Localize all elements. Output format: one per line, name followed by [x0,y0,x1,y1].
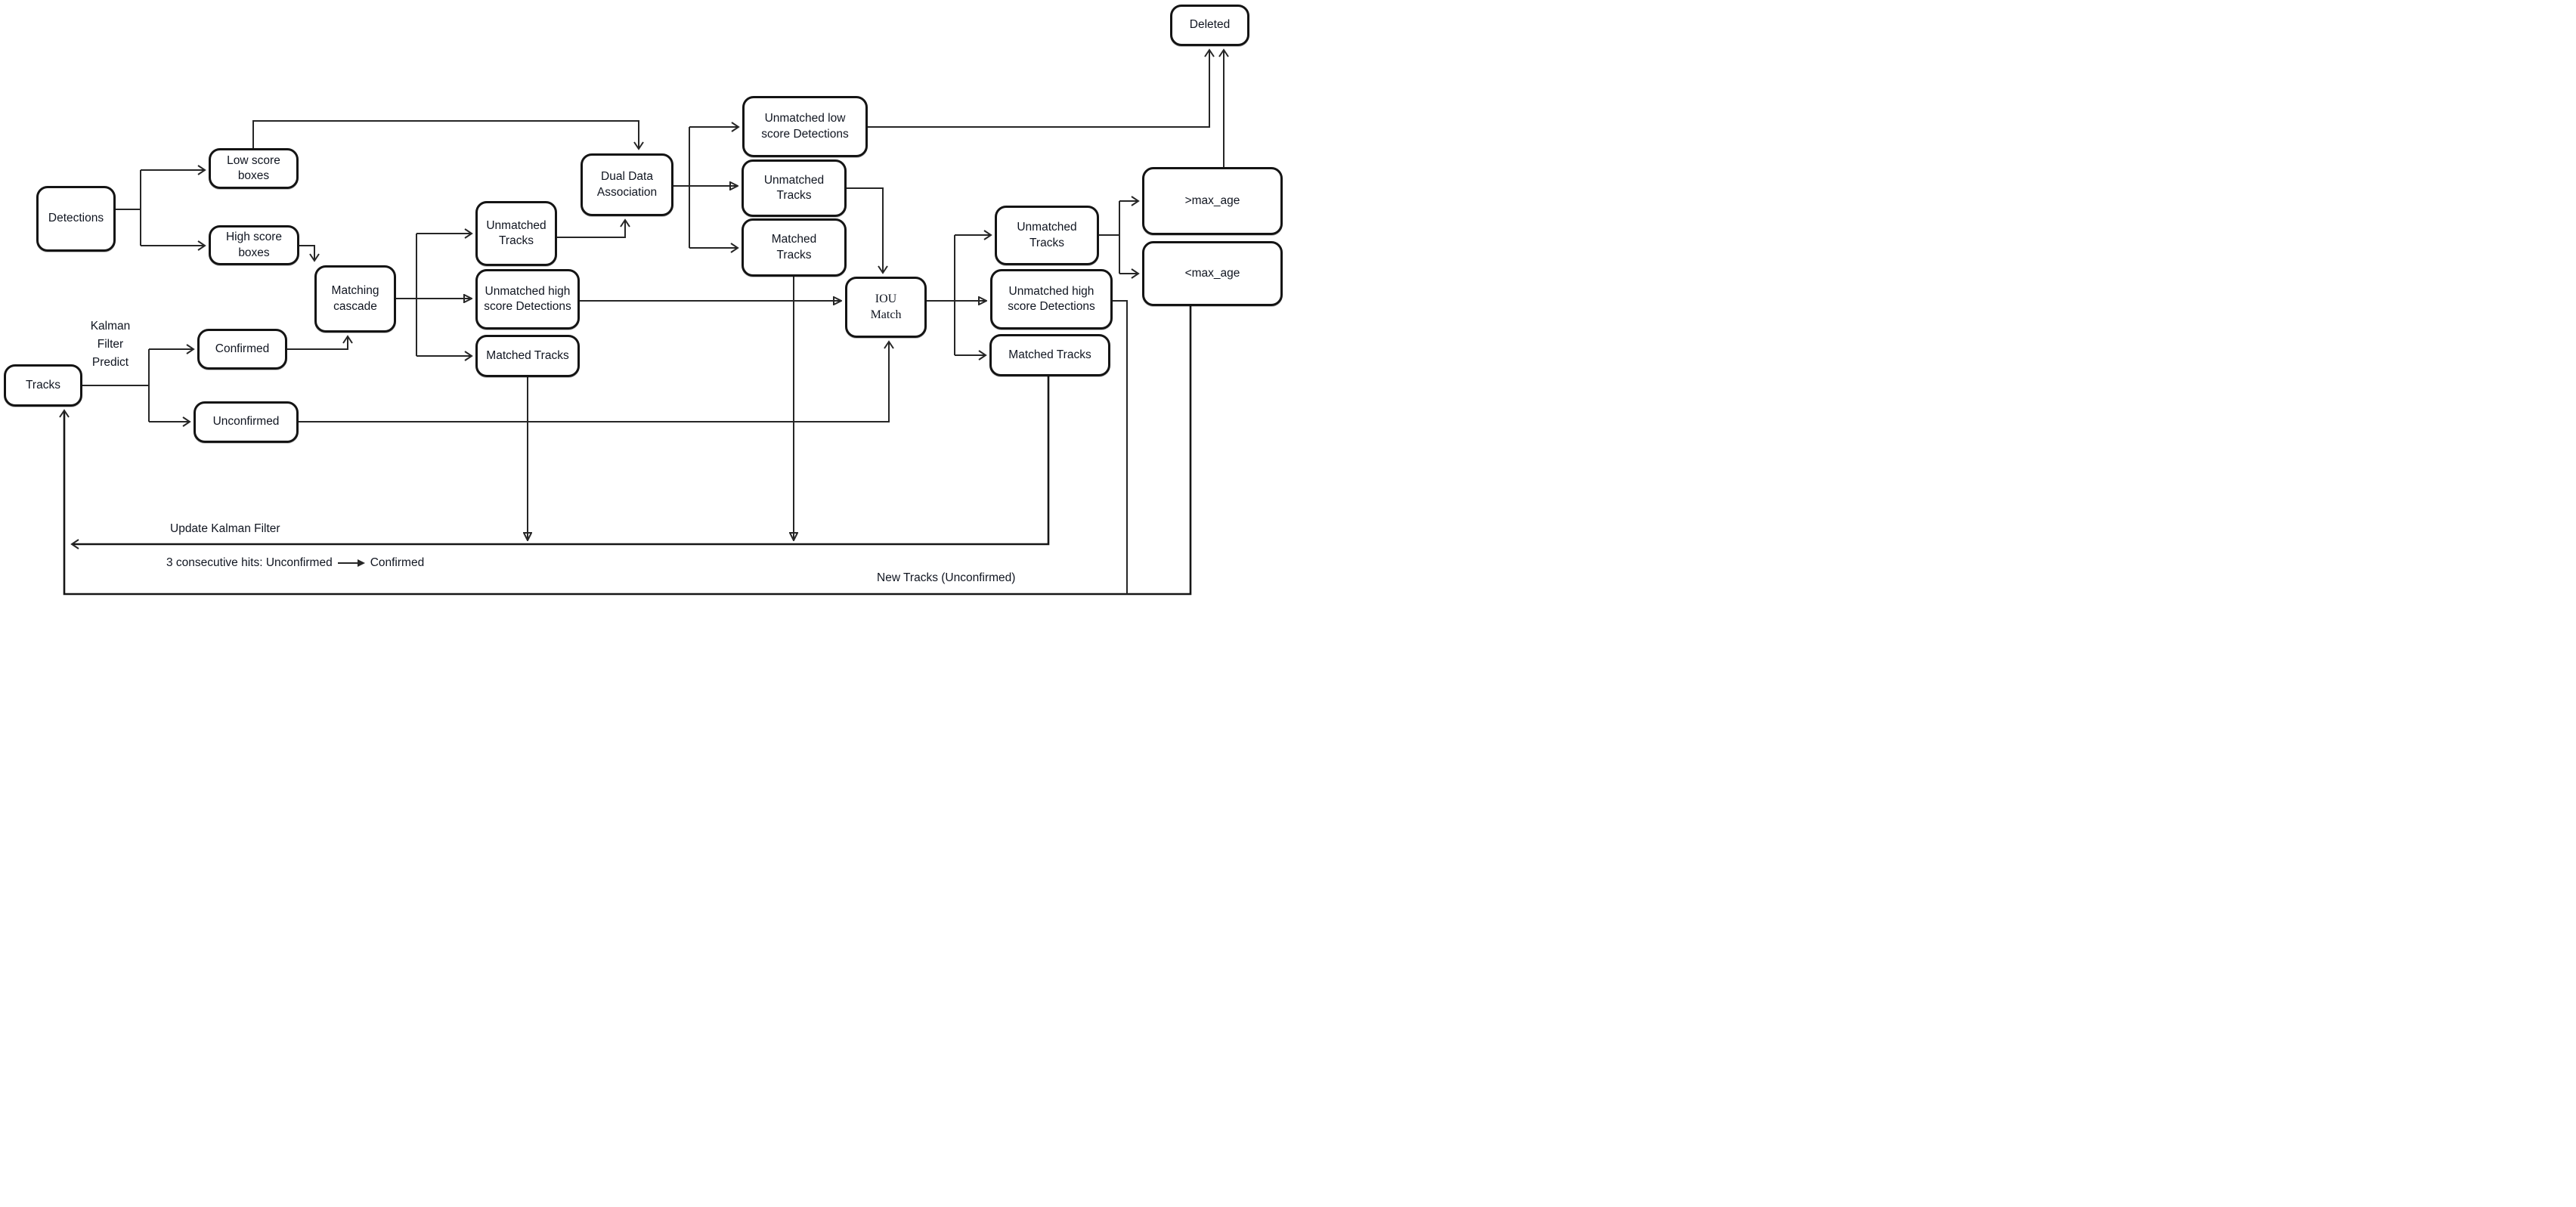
node-dual-data-association: Dual Data Association [581,153,673,216]
node-iou-match: IOU Match [845,277,927,338]
node-unconfirmed-label: Unconfirmed [212,415,280,429]
node-unconfirmed: Unconfirmed [194,401,299,443]
node-lt-max-age-label: <max_age [1184,266,1240,280]
node-gt-max-age-label: >max_age [1184,193,1240,207]
node-matched-tracks-2: Matched Tracks [742,218,847,277]
node-unmatched-high-1-label: Unmatched high score Detections [484,284,571,313]
node-matching-cascade-label: Matching cascade [331,284,379,313]
flowchart-canvas: Detections Low score boxes High score bo… [0,0,1288,603]
node-gt-max-age: >max_age [1142,167,1283,235]
node-unmatched-tracks-2: Unmatched Tracks [742,159,847,217]
node-dual-data-association-label: Dual Data Association [596,170,658,199]
node-unmatched-tracks-1: Unmatched Tracks [475,201,557,266]
node-confirmed-label: Confirmed [215,342,270,355]
label-update-kalman-filter: Update Kalman Filter [170,522,280,535]
node-low-score-boxes: Low score boxes [209,148,299,189]
arrow-unmatched-tracks-1-to-dual-data [557,218,630,238]
node-unmatched-low: Unmatched low score Detections [742,96,868,157]
arrow-low-score-to-dual-data [252,120,644,150]
node-tracks: Tracks [4,364,82,407]
label-hits-right: Confirmed [370,556,425,569]
node-matched-tracks-3: Matched Tracks [989,334,1110,376]
hits-arrow-icon [337,559,365,567]
arrow-unmatched-tracks-2-to-iou [847,187,888,274]
node-unmatched-high-2-label: Unmatched high score Detections [1008,284,1095,313]
label-kalman-filter-predict: Kalman Filter Predict [90,320,131,370]
label-hits-left: 3 consecutive hits: Unconfirmed [166,556,333,569]
label-new-tracks-unconfirmed: New Tracks (Unconfirmed) [877,571,1016,584]
node-detections-label: Detections [48,212,104,225]
node-unmatched-tracks-3-label: Unmatched Tracks [1017,221,1077,249]
node-matched-tracks-3-label: Matched Tracks [1008,348,1091,361]
edge-unmatched-high-2-new-tracks [1113,300,1128,594]
diagram-edges [59,48,1229,596]
node-high-score-boxes-label: High score boxes [225,231,283,259]
node-unmatched-tracks-3: Unmatched Tracks [995,206,1099,265]
node-unmatched-low-label: Unmatched low score Detections [761,112,849,141]
node-unmatched-tracks-1-label: Unmatched Tracks [486,218,546,247]
arrow-lt-max-age-return-to-tracks [59,306,1192,596]
node-unmatched-high-2: Unmatched high score Detections [990,269,1113,330]
node-matching-cascade: Matching cascade [314,265,396,333]
node-unmatched-high-1: Unmatched high score Detections [475,269,580,330]
label-3-consecutive-hits: 3 consecutive hits: Unconfirmed Confirme… [166,556,424,570]
node-lt-max-age: <max_age [1142,241,1283,306]
arrow-confirmed-to-matching-cascade [287,335,353,350]
node-unmatched-tracks-2-label: Unmatched Tracks [763,173,825,202]
arrow-unconfirmed-to-iou [299,340,894,422]
node-matched-tracks-2-label: Matched Tracks [771,233,817,262]
node-matched-tracks-1-label: Matched Tracks [486,348,569,362]
node-matched-tracks-1: Matched Tracks [475,335,580,377]
node-tracks-label: Tracks [26,378,60,392]
node-low-score-boxes-label: Low score boxes [227,153,280,182]
node-deleted-label: Deleted [1189,18,1231,32]
node-high-score-boxes: High score boxes [209,225,299,265]
arrow-high-score-to-matching-cascade [299,245,320,262]
arrow-update-kalman-line [70,376,1050,549]
node-iou-match-label: IOU Match [870,292,902,321]
node-deleted: Deleted [1170,5,1249,46]
arrow-unmatched-low-to-deleted [868,48,1215,128]
node-detections: Detections [36,186,116,252]
node-confirmed: Confirmed [197,329,287,370]
